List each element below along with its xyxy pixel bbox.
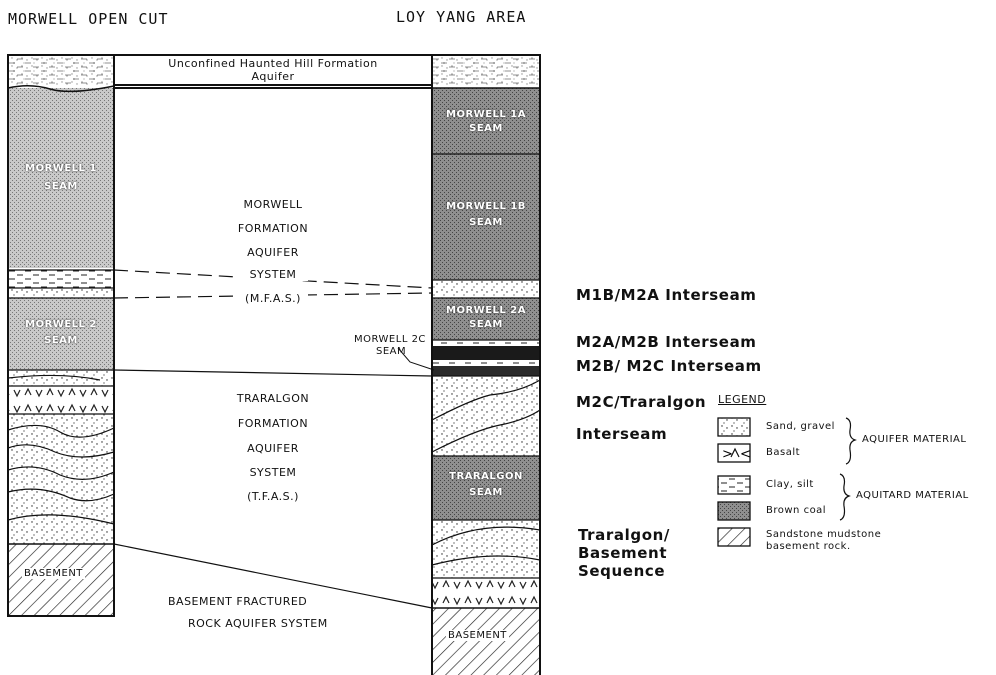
header-morwell-open-cut: MORWELL OPEN CUT xyxy=(8,10,169,28)
morwell1b-seam-label-2: SEAM xyxy=(469,217,503,228)
left-basement-label: BASEMENT xyxy=(22,568,85,579)
morwell1-seam-label-2: SEAM xyxy=(44,181,78,192)
legend-title: LEGEND xyxy=(718,393,767,406)
morwell2c-label-2: SEAM xyxy=(376,346,407,357)
header-loy-yang-area: LOY YANG AREA xyxy=(396,8,527,26)
sand-gravel-swatch xyxy=(717,417,751,437)
morwell1-seam-label-1: MORWELL 1 xyxy=(25,163,97,174)
traralgon-basement-label-2: Basement xyxy=(578,544,668,562)
tfas-top-line xyxy=(113,369,433,377)
morwell1b-seam-label-1: MORWELL 1B xyxy=(446,201,526,212)
legend-aquitard-material: AQUITARD MATERIAL xyxy=(856,490,969,501)
mfas-label-4: SYSTEM xyxy=(238,268,308,281)
right-traralgon-seam xyxy=(432,456,540,520)
m2b-m2c-interseam-label: M2B/ M2C Interseam xyxy=(576,357,762,375)
svg-text:>: > xyxy=(722,447,733,462)
basalt-swatch xyxy=(717,443,751,463)
haunted-hill-label-1: Unconfined Haunted Hill Formation xyxy=(168,57,378,70)
legend-clay-silt-label: Clay, silt xyxy=(766,479,814,490)
left-basalt xyxy=(8,386,114,414)
right-column xyxy=(431,54,541,675)
left-column xyxy=(7,54,115,617)
traralgon-basement-label-3: Sequence xyxy=(578,562,666,580)
m2c-traralgon-interseam-label-2: Interseam xyxy=(576,425,668,443)
sandstone-mudstone-swatch xyxy=(717,527,751,547)
traralgon-seam-label-2: SEAM xyxy=(469,487,503,498)
right-morwell1b-seam xyxy=(432,154,540,280)
morwell1a-seam-label-1: MORWELL 1A xyxy=(446,109,526,120)
morwell2c-leader xyxy=(397,347,435,371)
left-basement xyxy=(8,544,114,616)
right-morwell2c-seam xyxy=(432,366,540,376)
basement-top-line xyxy=(113,543,433,609)
svg-text:<: < xyxy=(740,447,751,462)
basement-aquifer-label-1: BASEMENT FRACTURED xyxy=(168,595,308,608)
legend-sandstone-label-1: Sandstone mudstone xyxy=(766,529,882,540)
m2a-m2b-interseam-label: M2A/M2B Interseam xyxy=(576,333,757,351)
m1b-m2a-interseam-label: M1B/M2A Interseam xyxy=(576,286,757,304)
clay-silt-swatch xyxy=(717,475,751,495)
tfas-label-3: AQUIFER xyxy=(247,442,299,455)
mfas-label-1: MORWELL xyxy=(243,198,303,211)
center-box xyxy=(113,54,433,89)
legend-sandstone-label-2: basement rock. xyxy=(766,541,851,552)
haunted-hill-label-2: Aquifer xyxy=(251,70,295,83)
right-morwell2a-seam xyxy=(432,298,540,340)
mfas-label-3: AQUIFER xyxy=(247,246,299,259)
right-morwell1a-seam xyxy=(432,88,540,154)
morwell1a-seam-label-2: SEAM xyxy=(469,123,503,134)
right-morwell2b-seam xyxy=(432,346,540,360)
aquifer-brace xyxy=(845,417,857,465)
left-interseam-clay xyxy=(8,270,114,288)
legend-aquifer-material: AQUIFER MATERIAL xyxy=(862,434,967,445)
aquitard-brace xyxy=(839,473,851,521)
left-traralgon-sands xyxy=(8,414,114,544)
correlation-lines xyxy=(113,269,435,609)
traralgon-basement-label-1: Traralgon/ xyxy=(578,526,670,544)
tfas-label-4: SYSTEM xyxy=(249,466,297,479)
m2c-traralgon-interseam-label-1: M2C/Traralgon xyxy=(576,393,707,411)
left-morwell1-seam xyxy=(8,88,114,268)
tfas-label-2: FORMATION xyxy=(237,417,309,430)
morwell2a-seam-label-1: MORWELL 2A xyxy=(446,305,526,316)
right-basement-label: BASEMENT xyxy=(446,630,509,641)
legend-basalt-label: Basalt xyxy=(766,447,801,458)
right-basalt xyxy=(432,578,540,608)
morwell2a-seam-label-2: SEAM xyxy=(469,319,503,330)
legend-swatches: > < xyxy=(717,417,857,547)
right-basement xyxy=(432,608,540,675)
traralgon-seam-label-1: TRARALGON xyxy=(449,471,523,482)
tfas-label-5: (T.F.A.S.) xyxy=(247,490,299,503)
morwell2-seam-label-1: MORWELL 2 xyxy=(25,319,97,330)
mfas-label-2: FORMATION xyxy=(237,222,309,235)
legend-sand-gravel-label: Sand, gravel xyxy=(766,421,835,432)
left-morwell2-seam xyxy=(8,298,114,370)
morwell2c-label-1: MORWELL 2C xyxy=(354,334,426,345)
morwell2-seam-label-2: SEAM xyxy=(44,335,78,346)
tfas-label-1: TRARALGON xyxy=(236,392,310,405)
legend-brown-coal-label: Brown coal xyxy=(766,505,827,516)
brown-coal-swatch xyxy=(717,501,751,521)
mfas-label-5: (M.F.A.S.) xyxy=(238,292,308,305)
basement-aquifer-label-2: ROCK AQUIFER SYSTEM xyxy=(188,617,328,630)
